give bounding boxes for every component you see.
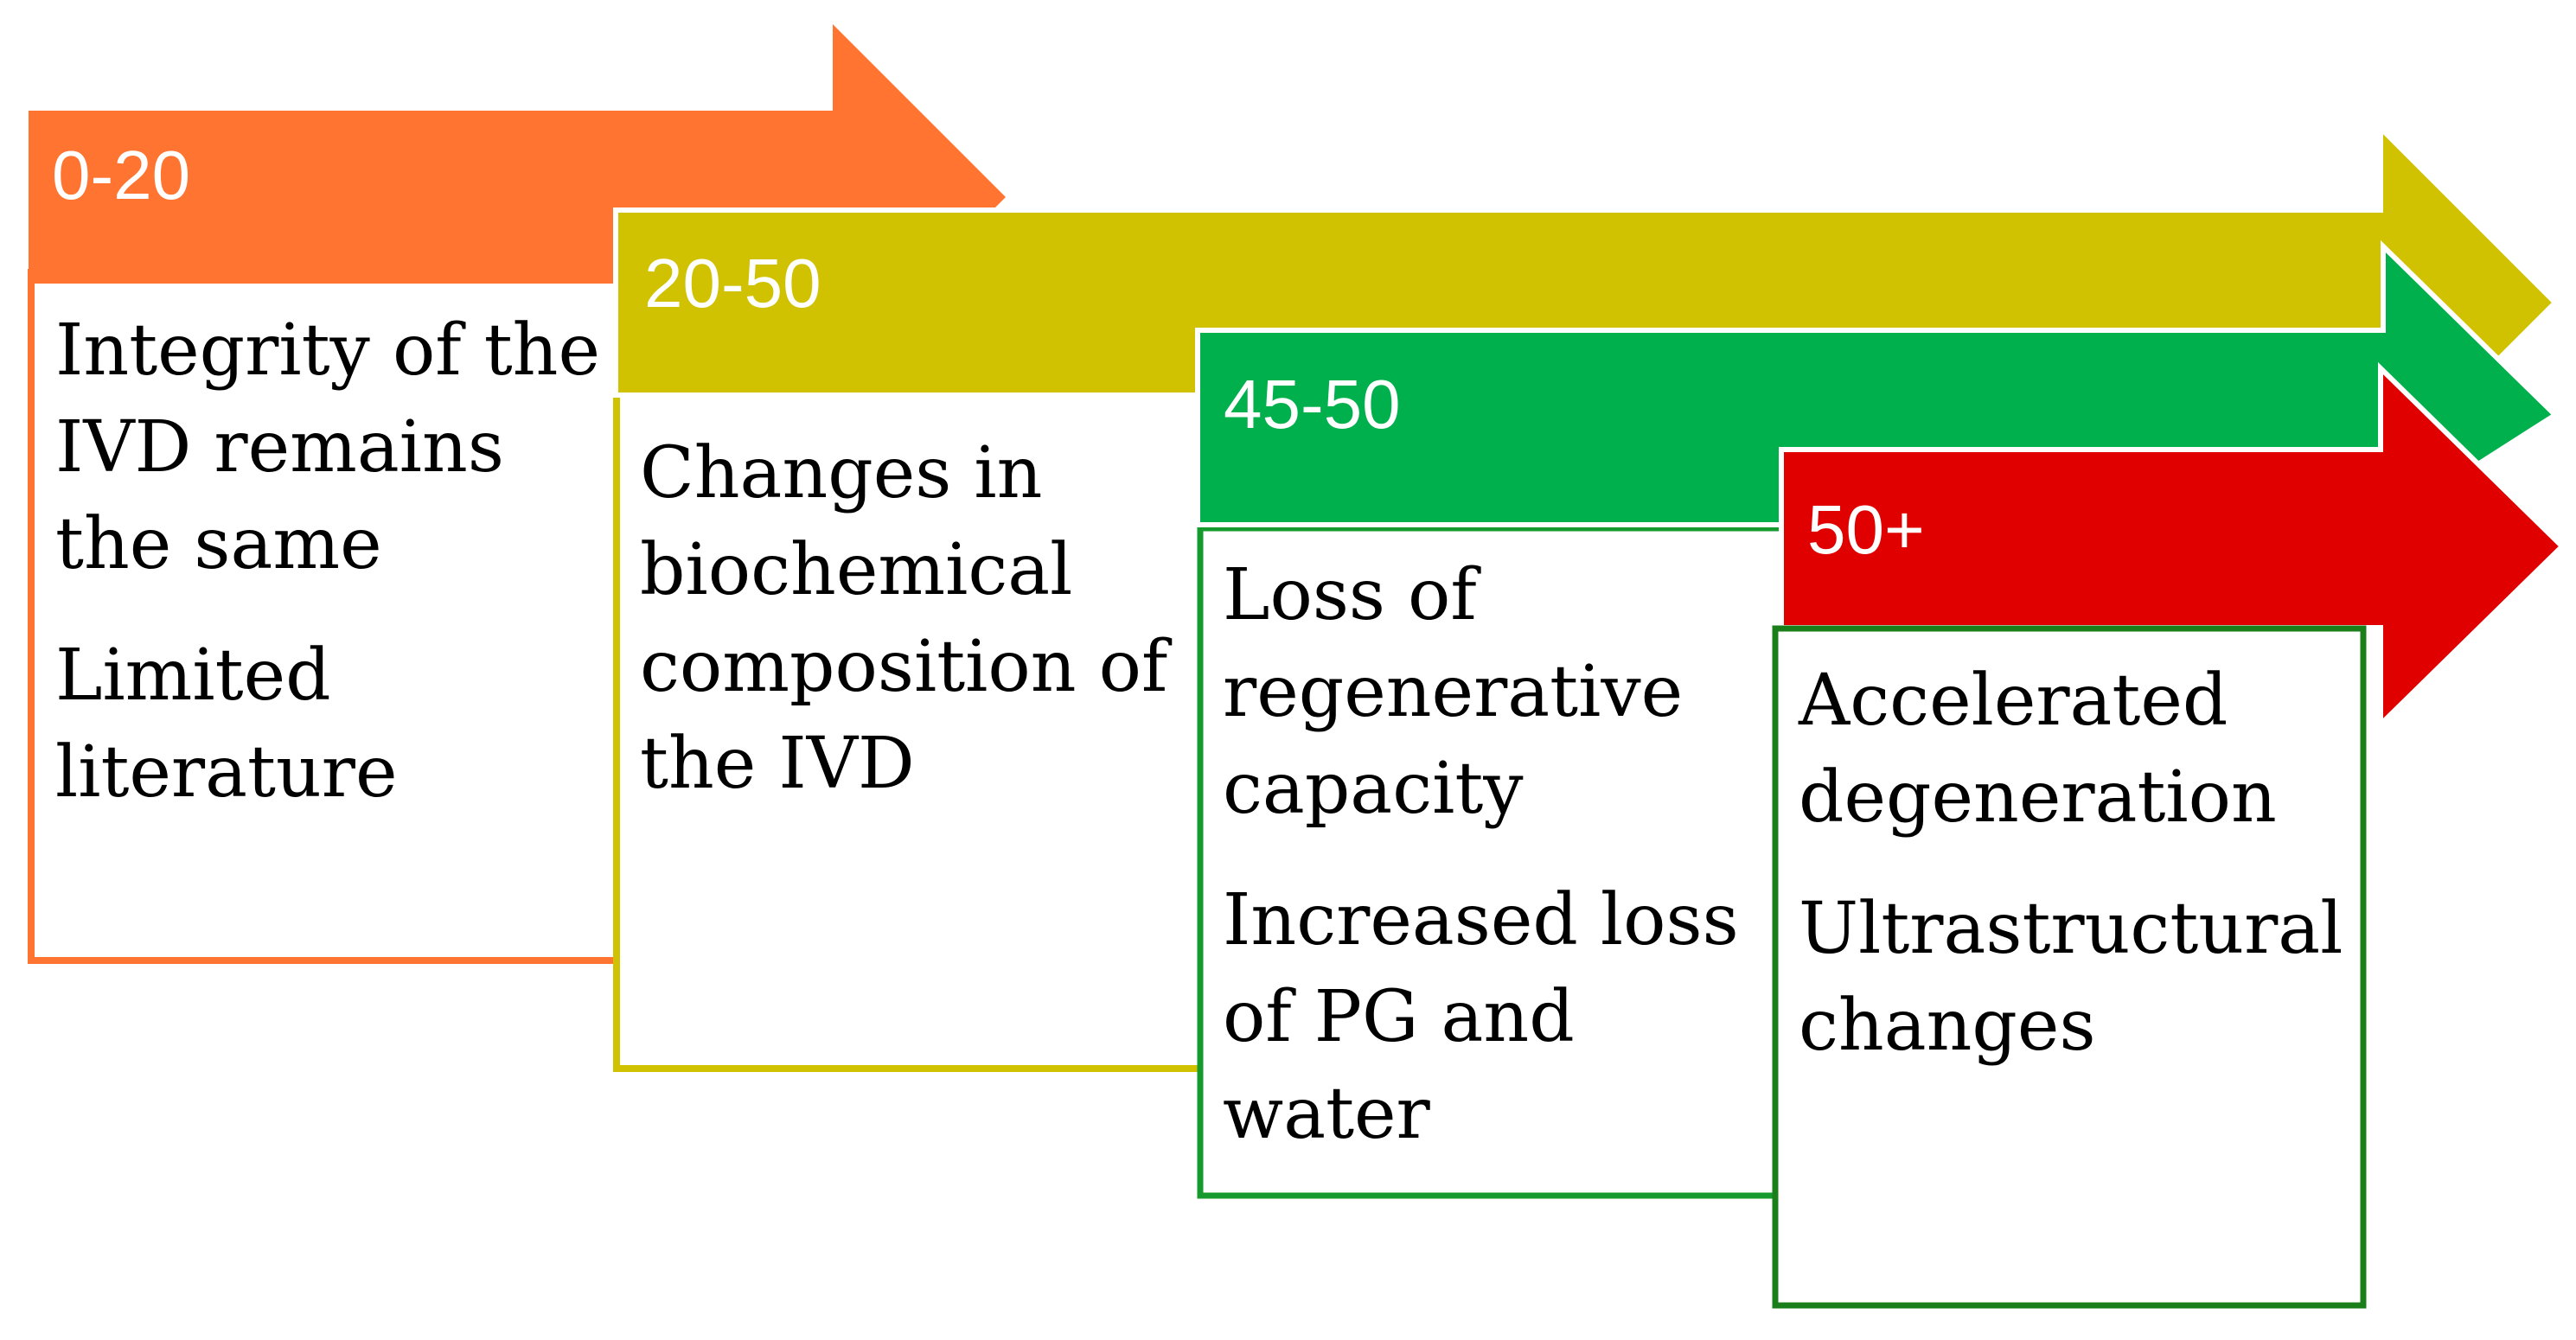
stage-45-50-line: regenerative [1223,651,1684,733]
stage-45-50-line: water [1223,1073,1430,1155]
stage-45-50-line: Increased loss [1223,879,1739,961]
stage-50plus-para-1: Accelerated degeneration [1799,653,2352,846]
stage-45-50-description: Loss of regenerative capacity Increased … [1223,547,1793,1197]
stage-45-50-line: capacity [1223,748,1524,830]
stage-0-20-para-1: Integrity of the IVD remains the same [55,303,609,593]
stage-20-50-para-1: Changes in biochemical composition of th… [640,425,1211,813]
stage-20-50-description: Changes in biochemical composition of th… [640,425,1211,847]
stage-20-50-line: the IVD [640,723,915,805]
stage-0-20-para-2: Limited literature [55,628,609,821]
stage-45-50-line: of PG and [1223,976,1575,1058]
stage-45-50-label: 45-50 [1224,366,1401,443]
stage-0-20-line: Integrity of the [55,309,601,392]
stage-0-20-label: 0-20 [52,137,191,214]
stage-20-50-line: biochemical [640,529,1073,611]
stage-0-20-line: literature [55,731,398,814]
stage-45-50-line: Loss of [1223,554,1477,636]
stage-20-50-line: composition of [640,626,1168,708]
stage-0-20-box [28,269,623,964]
stage-20-50-box [613,390,1218,1072]
stage-50plus-description: Accelerated degeneration Ultrastructural… [1799,653,2352,1109]
stage-45-50-para-2: Increased loss of PG and water [1223,872,1793,1163]
stage-45-50-box [1197,525,1809,1199]
stage-0-20-line: the same [55,503,382,585]
stage-0-20-description: Integrity of the IVD remains the same Li… [55,303,609,856]
stage-0-20-line: Limited [55,635,331,717]
stage-0-20-line: IVD remains [55,406,504,488]
stage-50plus-line: Accelerated [1799,660,2228,742]
stage-20-50-line: Changes in [640,432,1043,514]
stage-50plus-line: degeneration [1799,756,2277,839]
stage-50plus-line: Ultrastructural [1799,888,2343,970]
stage-50plus-line: changes [1799,985,2096,1067]
stage-50plus-box [1772,625,2367,1309]
stage-20-50-label: 20-50 [644,245,821,322]
stage-50plus-label: 50+ [1807,491,1925,568]
stage-45-50-para-1: Loss of regenerative capacity [1223,547,1793,838]
stage-50plus-para-2: Ultrastructural changes [1799,881,2352,1075]
